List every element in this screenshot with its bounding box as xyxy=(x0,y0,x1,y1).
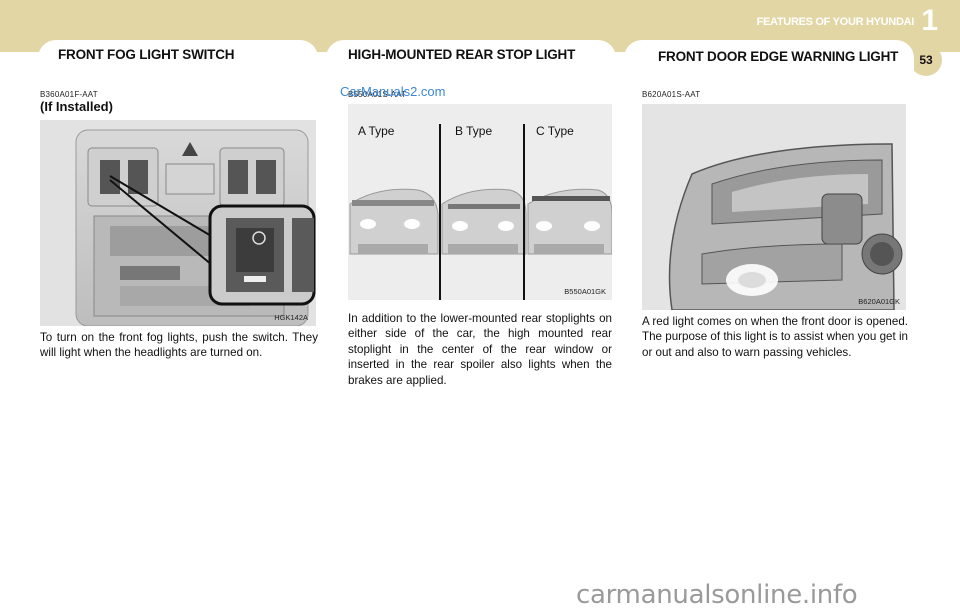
door-edge-light-photo: B620A01GK xyxy=(642,104,906,310)
chapter-label: FEATURES OF YOUR HYUNDAI xyxy=(756,16,915,28)
type-divider xyxy=(439,124,441,300)
type-divider xyxy=(523,124,525,300)
door-edge-light-description: A red light comes on when the front door… xyxy=(642,315,908,359)
section-code: B550A01S-AAT xyxy=(348,90,407,99)
type-a-label: A Type xyxy=(358,124,395,138)
fog-light-description: To turn on the front fog lights, push th… xyxy=(40,331,318,360)
watermark-bottom[interactable]: carmanualsonline.info xyxy=(576,580,858,610)
figure-code: B550A01GK xyxy=(564,287,606,296)
watermark-top[interactable]: CarManuals2.com xyxy=(340,84,446,99)
fog-light-switch-photo: HGK142A xyxy=(40,120,316,326)
figure-code: B620A01GK xyxy=(858,297,900,306)
section-subtitle: (If Installed) xyxy=(40,99,113,114)
chapter-number: 1 xyxy=(921,4,938,37)
section-code: B620A01S-AAT xyxy=(642,90,701,99)
type-c-label: C Type xyxy=(536,124,574,138)
page-number: 53 xyxy=(910,44,942,76)
section-title-rear-stop-light: HIGH-MOUNTED REAR STOP LIGHT xyxy=(326,40,616,70)
rear-stop-light-photo: B550A01GK xyxy=(348,104,612,300)
rear-cars-illustration xyxy=(348,104,612,300)
fog-switch-illustration xyxy=(40,120,316,326)
section-title-fog-light: FRONT FOG LIGHT SWITCH xyxy=(38,40,318,70)
figure-code: HGK142A xyxy=(274,313,308,322)
section-title-door-edge-light: FRONT DOOR EDGE WARNING LIGHT xyxy=(624,40,914,84)
type-b-label: B Type xyxy=(455,124,493,138)
door-panel-illustration xyxy=(642,104,906,310)
rear-stop-light-description: In addition to the lower-mounted rear st… xyxy=(348,312,612,387)
section-code: B360A01F-AAT xyxy=(40,90,98,99)
